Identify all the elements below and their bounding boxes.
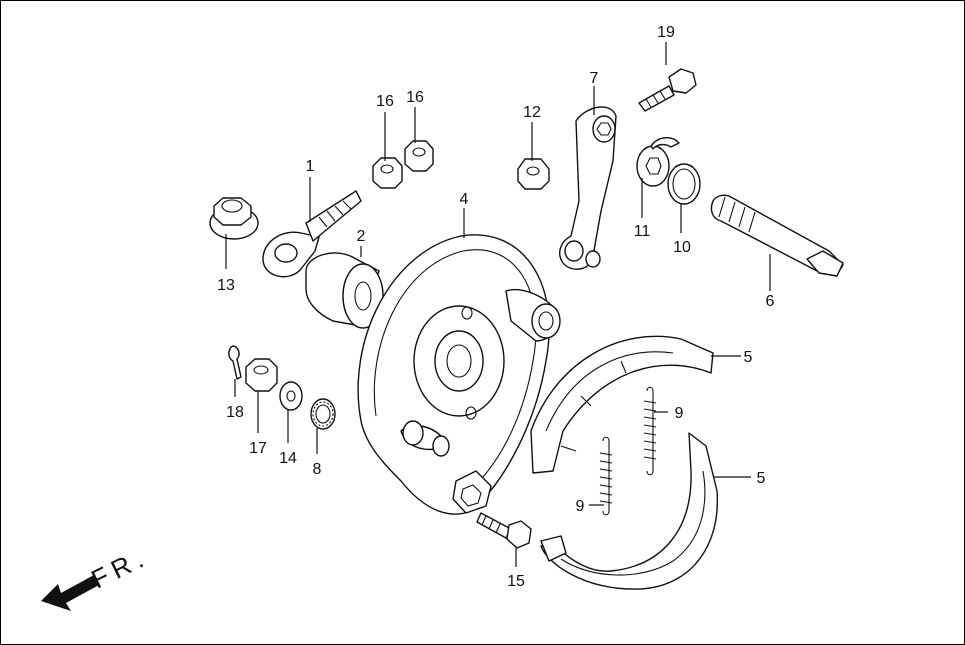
part-17-nut[interactable] [245, 358, 278, 392]
part-5-brake-shoe-lower[interactable] [540, 432, 719, 590]
part-8-bearing[interactable] [310, 398, 336, 430]
callout-5-upper: 5 [744, 349, 753, 366]
part-16-nut-b[interactable] [404, 140, 434, 172]
callout-18: 18 [226, 404, 244, 421]
callout-11: 11 [634, 223, 651, 240]
part-4-brake-panel[interactable] [357, 234, 561, 515]
callout-16-right: 16 [406, 89, 424, 106]
part-7-brake-arm[interactable] [559, 106, 617, 270]
part-11-indicator-plate[interactable] [636, 137, 680, 187]
callout-15: 15 [507, 573, 525, 590]
callout-19: 19 [657, 24, 675, 41]
callout-2: 2 [357, 228, 366, 245]
callout-12: 12 [523, 104, 541, 121]
leader-lines [225, 42, 771, 567]
part-14-washer[interactable] [279, 381, 303, 411]
part-18-cotter-pin[interactable] [228, 345, 242, 380]
part-19-bolt[interactable] [638, 68, 697, 112]
callout-7: 7 [590, 70, 599, 87]
part-15-bolt[interactable] [476, 512, 532, 549]
callout-9-right: 9 [675, 405, 684, 422]
part-1-eye-bolt[interactable] [262, 190, 362, 278]
part-5-brake-shoe-upper[interactable] [530, 335, 714, 474]
front-arrow-icon [41, 575, 99, 611]
callout-10: 10 [673, 239, 691, 256]
part-2-collar[interactable] [305, 252, 384, 329]
part-6-brake-cam[interactable] [710, 194, 844, 277]
part-9-spring-a[interactable] [643, 386, 657, 476]
callout-16-left: 16 [376, 93, 394, 110]
callout-9-left: 9 [576, 498, 585, 515]
part-16-nut-a[interactable] [372, 157, 403, 189]
callout-13: 13 [217, 277, 235, 294]
callout-8: 8 [313, 461, 322, 478]
part-12-nut[interactable] [517, 158, 550, 190]
direction-label: FR. [86, 541, 153, 594]
callout-1: 1 [306, 158, 315, 175]
part-13-flange-nut[interactable] [209, 197, 259, 240]
callout-17: 17 [249, 440, 267, 457]
front-direction-indicator: FR. [41, 541, 153, 611]
callout-14: 14 [279, 450, 297, 467]
part-9-spring-b[interactable] [599, 436, 613, 516]
callout-numbers: 1 2 4 5 5 6 7 8 9 9 10 11 12 13 14 15 16… [217, 24, 774, 590]
callout-5-lower: 5 [757, 470, 766, 487]
callout-6: 6 [766, 293, 775, 310]
callout-4: 4 [460, 191, 469, 208]
part-10-o-ring[interactable] [667, 163, 701, 205]
